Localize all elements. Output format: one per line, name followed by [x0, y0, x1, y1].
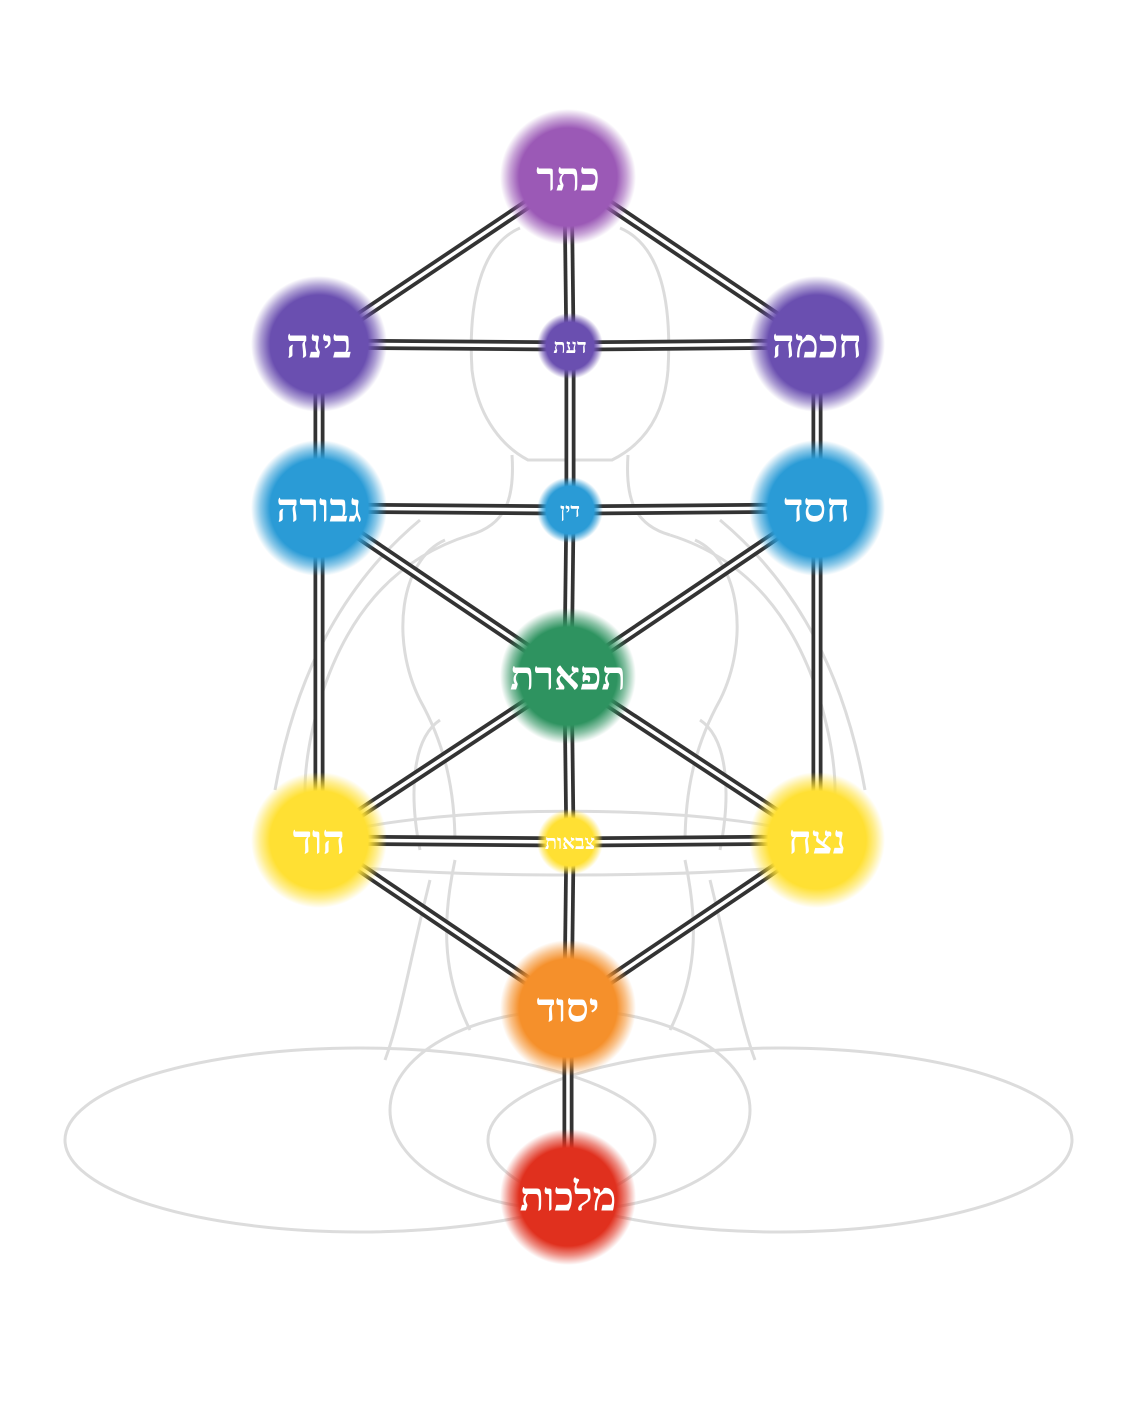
- sefirah-label-netzach: נצח: [788, 817, 846, 864]
- sefirah-circle-tiferet: [500, 608, 636, 744]
- figure-neck-left: [469, 454, 514, 537]
- figure-leg-right: [486, 1046, 1074, 1234]
- sefirah-label-chesed: חסד: [784, 485, 850, 532]
- sefirah-daat: דעת: [537, 313, 603, 379]
- sefirah-tzevaot: צבאות: [537, 809, 603, 875]
- sefirah-gevurah: גבורה: [251, 440, 387, 576]
- sefirah-chesed: חסד: [749, 440, 885, 576]
- sefirah-label-chochmah: חכמה: [772, 321, 862, 368]
- sefirah-label-malchut: מלכות: [520, 1174, 617, 1221]
- sefirah-label-daat: דעת: [553, 334, 586, 358]
- sefirah-circle-tzevaot: [537, 809, 603, 875]
- figure-leg-left: [63, 1046, 657, 1234]
- figure-hip-right: [668, 859, 695, 1031]
- sefirah-circle-malchut: [500, 1129, 636, 1265]
- sefirah-keter: כתר: [500, 109, 636, 245]
- sefirah-circle-daat: [537, 313, 603, 379]
- sefirah-netzach: נצח: [749, 772, 885, 908]
- sefirah-chochmah: חכמה: [749, 276, 885, 412]
- sefirah-label-tiferet: תפארת: [510, 653, 626, 700]
- sefirah-malchut: מלכות: [500, 1129, 636, 1265]
- sefirah-circle-gevurah: [251, 440, 387, 576]
- figure-inner-arm-right: [719, 518, 867, 791]
- sefirot-layer: כתר בינה דעת חכמה גבורה דין חסד תפארת הוד צבאות נצ…: [251, 109, 885, 1265]
- figure-side-left: [412, 718, 441, 851]
- sefirah-label-din: דין: [560, 498, 580, 522]
- figure-hip-left: [445, 859, 472, 1031]
- sefirah-circle-binah: [251, 276, 387, 412]
- sefirah-din: דין: [537, 477, 603, 543]
- sefirah-circle-hod: [251, 772, 387, 908]
- figure-inner-arm-left: [273, 518, 421, 791]
- sefirah-label-hod: הוד: [293, 817, 345, 864]
- sefirah-label-keter: כתר: [536, 154, 600, 201]
- sefirah-tiferet: תפארת: [500, 608, 636, 744]
- sefirah-circle-keter: [500, 109, 636, 245]
- sefirah-circle-chochmah: [749, 276, 885, 412]
- sefirah-circle-yesod: [500, 940, 636, 1076]
- sefirah-yesod: יסוד: [500, 940, 636, 1076]
- sefirah-label-yesod: יסוד: [537, 985, 600, 1032]
- sefirah-hod: הוד: [251, 772, 387, 908]
- figure-side-right: [699, 718, 728, 851]
- sefirah-circle-din: [537, 477, 603, 543]
- sefirah-circle-netzach: [749, 772, 885, 908]
- sefirah-circle-chesed: [749, 440, 885, 576]
- sefirah-binah: בינה: [251, 276, 387, 412]
- figure-neck-right: [626, 454, 671, 537]
- sefirah-label-gevurah: גבורה: [276, 485, 361, 532]
- sefirah-label-binah: בינה: [286, 321, 352, 368]
- sefirah-label-tzevaot: צבאות: [545, 830, 595, 854]
